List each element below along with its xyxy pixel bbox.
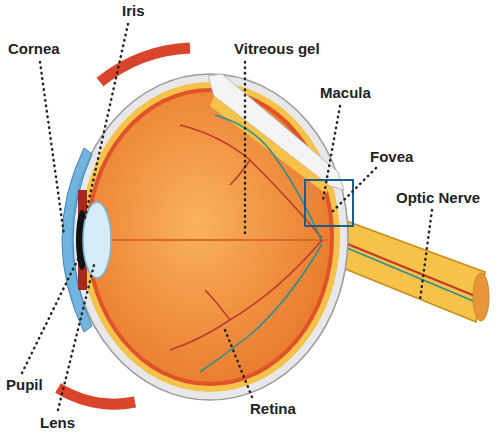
blood-vessel <box>328 236 480 298</box>
shading-line <box>92 239 328 241</box>
part-label: Cornea <box>6 40 62 58</box>
sclera <box>72 74 348 400</box>
macula-box <box>305 180 353 226</box>
leader-lines <box>22 24 432 410</box>
lens-shape <box>83 202 111 278</box>
part-label: Fovea <box>368 148 415 166</box>
blood-vessels <box>170 115 322 372</box>
blood-vessel <box>328 240 478 303</box>
retina-layer <box>86 88 334 386</box>
optic-nerve-end <box>473 273 489 321</box>
eye-muscle <box>58 388 135 404</box>
part-label: Lens <box>38 414 77 432</box>
part-label: Retina <box>248 400 298 418</box>
part-label: Optic Nerve <box>394 189 482 207</box>
choroid <box>80 82 340 392</box>
eye-muscle <box>100 48 190 82</box>
part-label: Iris <box>120 2 147 20</box>
part-label: Vitreous gel <box>232 40 322 58</box>
part-label: Macula <box>318 84 373 102</box>
part-label: Pupil <box>4 376 45 394</box>
